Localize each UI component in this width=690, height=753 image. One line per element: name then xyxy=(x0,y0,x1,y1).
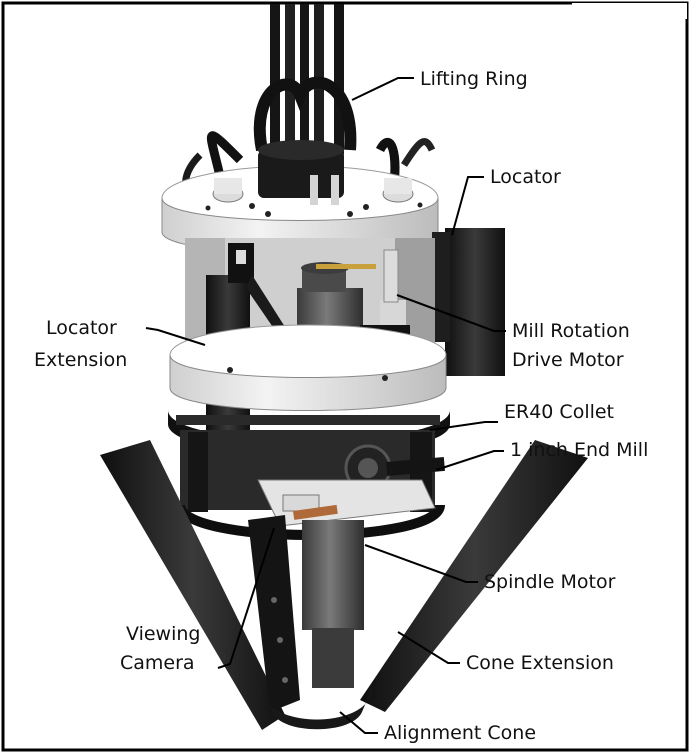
label-spindle-motor: Spindle Motor xyxy=(484,571,616,593)
label-er40-collet: ER40 Collet xyxy=(504,401,614,423)
label-viewing-camera-line1: Viewing xyxy=(126,623,200,645)
label-viewing-camera-line2: Camera xyxy=(120,652,195,674)
copper-tube xyxy=(293,504,338,520)
label-locator-extension-line1: Locator xyxy=(46,317,117,339)
spindle-section xyxy=(175,430,445,688)
locator-bracket xyxy=(445,228,505,376)
label-locator: Locator xyxy=(490,166,561,188)
spindle-motor-body xyxy=(302,520,364,630)
assembly-illustration xyxy=(100,4,588,730)
leader-lines xyxy=(145,77,506,734)
end-mill xyxy=(386,456,445,476)
label-cone-extension: Cone Extension xyxy=(466,652,614,674)
frame-notch xyxy=(572,3,687,19)
label-end-mill: 1 inch End Mill xyxy=(510,439,648,461)
label-mill-rotation-line1: Mill Rotation xyxy=(512,320,630,342)
label-lifting-ring: Lifting Ring xyxy=(420,68,528,90)
label-locator-extension-line2: Extension xyxy=(34,349,127,371)
label-mill-rotation-line2: Drive Motor xyxy=(512,349,624,371)
label-alignment-cone: Alignment Cone xyxy=(384,722,536,744)
lower-plate xyxy=(169,324,447,411)
alignment-cone xyxy=(262,688,372,730)
